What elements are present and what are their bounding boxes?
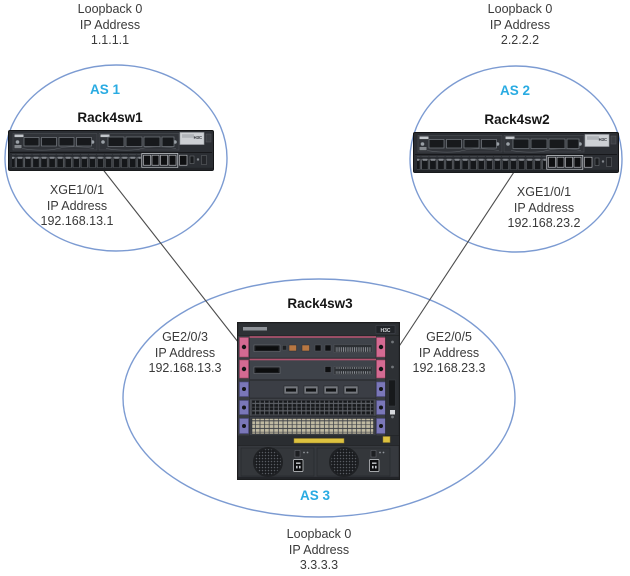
chassis-48port-copper-card <box>239 416 386 436</box>
as2-loopback-label: Loopback 0 IP Address 2.2.2.2 <box>488 2 553 49</box>
as3-loopback-label: Loopback 0 IP Address 3.3.3.3 <box>287 527 352 574</box>
as3-boundary-ellipse <box>122 278 516 518</box>
interface-ip: 192.168.23.2 <box>507 216 581 231</box>
switch-uplink-module-a <box>417 135 503 153</box>
chassis-divider <box>238 435 399 446</box>
interface-caption: IP Address <box>154 345 216 360</box>
rack4sw3-device-image: H3C <box>237 322 400 480</box>
sw3-left-interface-label: GE2/0/3 IP Address 192.168.13.3 <box>149 330 222 377</box>
sw1-interface-label: XGE1/0/1 IP Address 192.168.13.1 <box>41 183 114 230</box>
as2-title: AS 2 <box>499 83 531 98</box>
loopback-name: Loopback 0 <box>487 2 553 16</box>
sw3-right-interface-label: GE2/0/5 IP Address 192.168.23.3 <box>413 330 486 377</box>
as1-title: AS 1 <box>89 82 121 97</box>
chassis-supervisor-card-2 <box>239 358 386 380</box>
interface-name: XGE1/0/1 <box>49 183 105 197</box>
as2-boundary-ellipse <box>409 65 623 253</box>
switch-uplink-module-b <box>98 133 180 151</box>
loopback-ip: 1.1.1.1 <box>90 33 130 48</box>
chassis-sfp-card <box>239 380 386 399</box>
rack4sw2-name: Rack4sw2 <box>484 112 550 127</box>
loopback-ip: 3.3.3.3 <box>299 558 339 573</box>
chassis-header: H3C <box>237 322 400 336</box>
link-sw1-to-sw3 <box>100 166 243 348</box>
interface-name: XGE1/0/1 <box>516 185 572 199</box>
as3-title: AS 3 <box>299 488 331 503</box>
interface-caption: IP Address <box>513 200 575 215</box>
switch-uplink-module-b <box>503 135 585 153</box>
rack4sw1-device-image: H3C <box>8 130 214 171</box>
switch-front-ports <box>12 153 207 168</box>
interface-name: GE2/0/5 <box>426 330 472 344</box>
switch-id-plate: H3C <box>584 134 610 147</box>
as1-loopback-label: Loopback 0 IP Address 1.1.1.1 <box>78 2 143 49</box>
interface-ip: 192.168.13.3 <box>148 361 222 376</box>
rack4sw3-name: Rack4sw3 <box>287 296 353 311</box>
loopback-caption: IP Address <box>288 542 350 557</box>
link-sw2-to-sw3 <box>393 168 517 355</box>
loopback-name: Loopback 0 <box>286 527 352 541</box>
chassis-right-frame <box>385 335 400 436</box>
loopback-name: Loopback 0 <box>77 2 143 16</box>
switch-uplink-module-a <box>12 133 98 151</box>
h3c-logo-text: H3C <box>599 137 607 142</box>
as1-boundary-ellipse <box>4 64 228 252</box>
sw2-interface-label: XGE1/0/1 IP Address 192.168.23.2 <box>508 185 581 232</box>
loopback-caption: IP Address <box>489 17 551 32</box>
h3c-logo-text: H3C <box>194 135 202 140</box>
rack4sw2-device-image: H3C <box>413 132 619 173</box>
interface-ip: 192.168.23.3 <box>412 361 486 376</box>
chassis-power-supply-2 <box>316 447 391 477</box>
interface-caption: IP Address <box>46 198 108 213</box>
interface-caption: IP Address <box>418 345 480 360</box>
switch-front-ports <box>417 155 612 170</box>
switch-id-plate: H3C <box>179 132 205 145</box>
chassis-48port-fiber-card <box>239 398 386 417</box>
interface-ip: 192.168.13.1 <box>40 214 114 229</box>
loopback-caption: IP Address <box>79 17 141 32</box>
rack4sw1-name: Rack4sw1 <box>77 110 143 125</box>
chassis-supervisor-card-1 <box>239 335 386 359</box>
interface-name: GE2/0/3 <box>162 330 208 344</box>
h3c-logo-text: H3C <box>380 328 390 334</box>
loopback-ip: 2.2.2.2 <box>500 33 540 48</box>
